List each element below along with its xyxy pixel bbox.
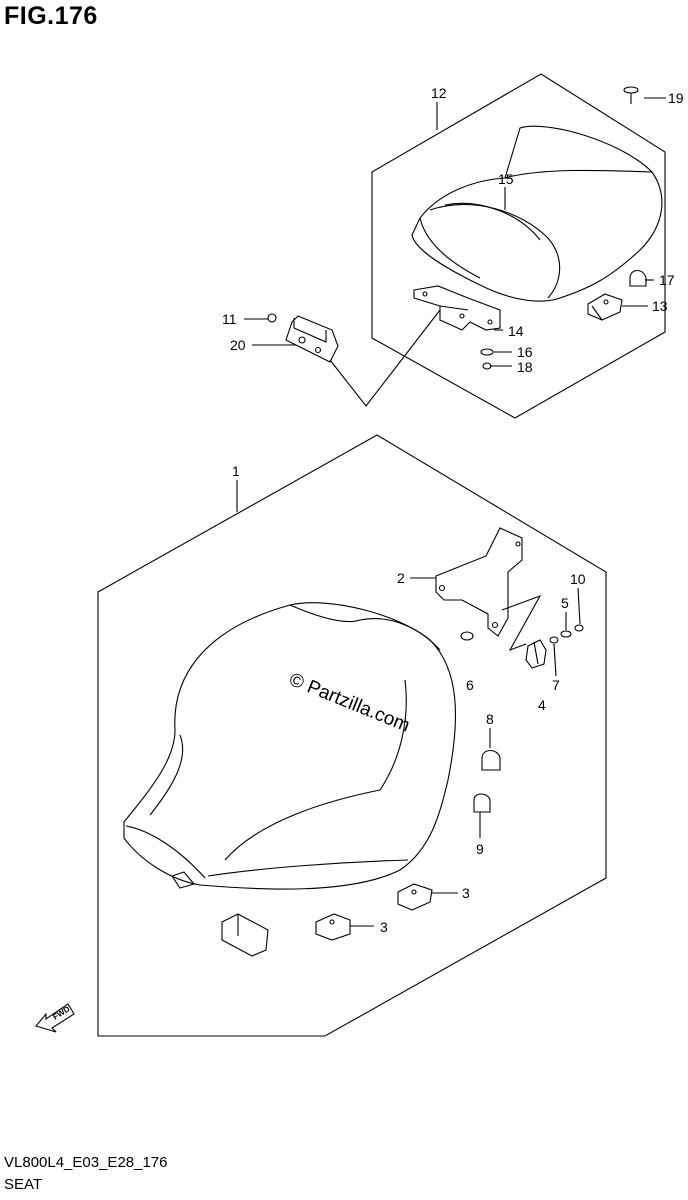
callout-10: 10 — [570, 571, 586, 587]
callout-19: 19 — [668, 90, 684, 106]
bolt-11-part — [267, 313, 277, 323]
callout-17: 17 — [659, 272, 675, 288]
rider-group-outline — [97, 434, 607, 1037]
figure-title: FIG.176 — [4, 2, 98, 30]
nut-10-part — [574, 624, 584, 632]
washer-5-part — [560, 630, 572, 638]
connector-line-2 — [501, 594, 542, 652]
clip-13-part — [587, 293, 623, 321]
callout-4: 4 — [538, 697, 546, 713]
callout-16: 16 — [517, 344, 533, 360]
washer-6-part — [460, 631, 474, 641]
pillion-group-outline — [371, 73, 666, 419]
callout-12: 12 — [431, 85, 447, 101]
cushion-17-part — [629, 269, 647, 287]
callout-3b: 3 — [380, 919, 388, 935]
callout-5: 5 — [561, 595, 569, 611]
callout-1: 1 — [232, 463, 240, 479]
nut-18-part — [482, 362, 492, 370]
diagram-name: SEAT — [4, 1176, 43, 1193]
connector-line — [329, 309, 441, 407]
nut-4-part — [525, 639, 547, 669]
clip-3b-part — [315, 913, 351, 941]
leader-lines — [236, 97, 666, 927]
washer-16-part — [480, 348, 494, 356]
callout-2: 2 — [397, 570, 405, 586]
rider-seat-drawing — [123, 602, 457, 890]
callout-15: 15 — [498, 171, 514, 187]
watermark-text: © Partzilla.com — [286, 669, 413, 736]
pillion-bracket-drawing — [413, 285, 501, 331]
screw-19-part — [623, 86, 639, 104]
callout-18: 18 — [517, 359, 533, 375]
callout-7: 7 — [552, 677, 560, 693]
callout-13: 13 — [652, 298, 668, 314]
clip-3a-part — [397, 883, 433, 911]
cushion-8-part — [481, 749, 501, 771]
callout-3a: 3 — [462, 885, 470, 901]
callout-9: 9 — [476, 841, 484, 857]
callout-20: 20 — [230, 337, 246, 353]
callout-6: 6 — [466, 677, 474, 693]
callout-11: 11 — [222, 311, 237, 327]
pillion-seat-drawing — [411, 125, 663, 302]
cushion-9-part — [473, 793, 491, 813]
fwd-arrow-icon: FWD — [35, 1003, 75, 1033]
callout-8: 8 — [486, 711, 494, 727]
seat-bracket-2-drawing — [435, 527, 523, 637]
diagram-code: VL800L4_E03_E28_176 — [4, 1154, 168, 1171]
grab-handle-drawing — [285, 315, 339, 363]
callout-14: 14 — [508, 323, 524, 339]
collar-7-part — [549, 636, 559, 644]
pad-part — [221, 913, 269, 957]
callout-numbers: 12 15 19 17 13 14 16 18 11 20 1 2 10 5 7… — [222, 85, 684, 935]
